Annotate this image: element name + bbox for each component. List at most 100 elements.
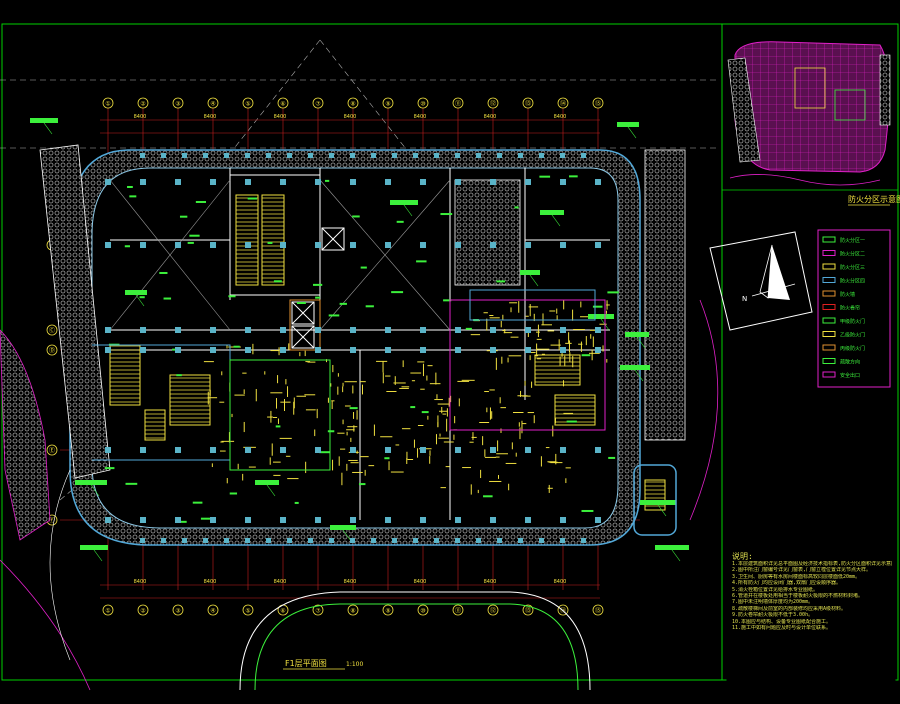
column bbox=[539, 153, 544, 158]
annotation-tag bbox=[617, 122, 639, 127]
annotation-mark bbox=[327, 430, 335, 433]
axis-bubble-top bbox=[557, 97, 569, 109]
axis-bubble-top bbox=[452, 97, 464, 109]
column bbox=[476, 538, 481, 543]
annotation-tag bbox=[125, 290, 147, 295]
axis-label-top: ⑭ bbox=[560, 100, 566, 108]
axis-labels: ①②③④⑤⑥⑦⑧⑨⑩⑪⑫⑬⑭⑮①②③④⑤⑥⑦⑧⑨⑩⑪⑫⑬⑭⑮ⒶⒷⒸⒹⒺⒻ bbox=[46, 97, 604, 616]
annotation-mark bbox=[396, 220, 404, 223]
column bbox=[175, 327, 181, 333]
axis-label-bottom: ⑦ bbox=[315, 608, 321, 615]
column bbox=[350, 347, 356, 353]
structural-columns bbox=[105, 153, 601, 543]
annotation-mark bbox=[465, 327, 472, 330]
column bbox=[315, 447, 321, 453]
north-arrow: N bbox=[709, 231, 813, 331]
annotation-mark bbox=[233, 345, 240, 348]
axis-bubble-top bbox=[592, 97, 604, 109]
column bbox=[175, 447, 181, 453]
column bbox=[140, 347, 146, 353]
note-line: 1.本层建筑面积详见总平面图及经济技术指标表,防火分区面积详见示意图。 bbox=[732, 561, 892, 567]
column bbox=[280, 347, 286, 353]
legend-label: 防火卷帘 bbox=[840, 305, 860, 312]
legend-label: 防火分区三 bbox=[840, 264, 865, 271]
column bbox=[455, 242, 461, 248]
legend-swatch bbox=[822, 250, 836, 256]
column bbox=[315, 242, 321, 248]
column bbox=[105, 327, 111, 333]
axis-label-top: ⑨ bbox=[385, 101, 390, 108]
column bbox=[413, 153, 418, 158]
column bbox=[525, 327, 531, 333]
legend-label: 甲级防火门 bbox=[840, 318, 865, 325]
column bbox=[490, 517, 496, 523]
column bbox=[245, 347, 251, 353]
dimension-top: 8400 bbox=[344, 114, 357, 120]
annotation-mark bbox=[189, 234, 200, 237]
dimension-top: 8400 bbox=[134, 114, 147, 120]
column bbox=[182, 153, 187, 158]
column bbox=[350, 538, 355, 543]
column bbox=[525, 347, 531, 353]
legend-swatch bbox=[822, 290, 836, 297]
axis-label-bottom: ⑩ bbox=[420, 608, 425, 615]
column bbox=[581, 153, 586, 158]
column bbox=[434, 153, 439, 158]
annotation-mark bbox=[319, 451, 331, 454]
annotation-mark bbox=[127, 185, 133, 188]
annotation-mark bbox=[159, 271, 168, 274]
column bbox=[560, 153, 565, 158]
column bbox=[595, 347, 601, 353]
axis-label-top: ① bbox=[105, 101, 110, 108]
legend-swatch bbox=[822, 236, 836, 243]
column bbox=[140, 538, 145, 543]
annotation-tag bbox=[625, 332, 649, 337]
column bbox=[287, 153, 292, 158]
dimension-lines bbox=[100, 119, 600, 599]
dimension-bottom: 8400 bbox=[134, 579, 147, 585]
axis-label-bottom: ④ bbox=[210, 608, 215, 615]
annotation-mark bbox=[179, 215, 188, 218]
column bbox=[175, 242, 181, 248]
axis-label-left: Ⓒ bbox=[49, 327, 55, 335]
axis-label-bottom: ⑧ bbox=[350, 608, 355, 615]
annotation-mark bbox=[247, 197, 258, 200]
axis-label-left: Ⓓ bbox=[49, 347, 55, 355]
column bbox=[455, 347, 461, 353]
column bbox=[329, 153, 334, 158]
note-line: 10.本图应与结构、设备专业图纸配合施工。 bbox=[732, 618, 832, 625]
annotation-mark bbox=[349, 407, 358, 410]
dimension-bottom: 8400 bbox=[204, 579, 217, 585]
column bbox=[518, 538, 523, 543]
column bbox=[385, 517, 391, 523]
column bbox=[210, 327, 216, 333]
column bbox=[490, 447, 496, 453]
column bbox=[245, 517, 251, 523]
annotation-mark bbox=[200, 517, 211, 520]
notes-title: 说明: bbox=[732, 552, 753, 561]
annotation-mark bbox=[581, 354, 591, 357]
annotation-leader bbox=[93, 549, 103, 562]
annotation-mark bbox=[352, 215, 360, 218]
axis-bubble-bottom bbox=[487, 604, 499, 616]
annotation-mark bbox=[608, 456, 616, 459]
legend-box bbox=[817, 229, 891, 388]
column bbox=[392, 538, 397, 543]
left-edge-building bbox=[0, 329, 51, 541]
axis-label-bottom: ② bbox=[140, 608, 146, 615]
column bbox=[560, 327, 566, 333]
column bbox=[392, 153, 397, 158]
axis-bubble-bottom bbox=[592, 604, 604, 616]
annotation-mark bbox=[358, 483, 366, 486]
column bbox=[210, 179, 216, 185]
column bbox=[140, 327, 146, 333]
dimension-top: 8400 bbox=[554, 114, 567, 120]
legend-label: 丙级防火门 bbox=[840, 345, 865, 352]
column bbox=[280, 327, 286, 333]
annotation-mark bbox=[139, 296, 145, 299]
axis-bubble-bottom bbox=[452, 604, 464, 616]
column bbox=[490, 179, 496, 185]
annotation-leader bbox=[634, 369, 644, 382]
axis-label-bottom: ① bbox=[105, 608, 110, 615]
annotation-mark bbox=[294, 501, 299, 504]
